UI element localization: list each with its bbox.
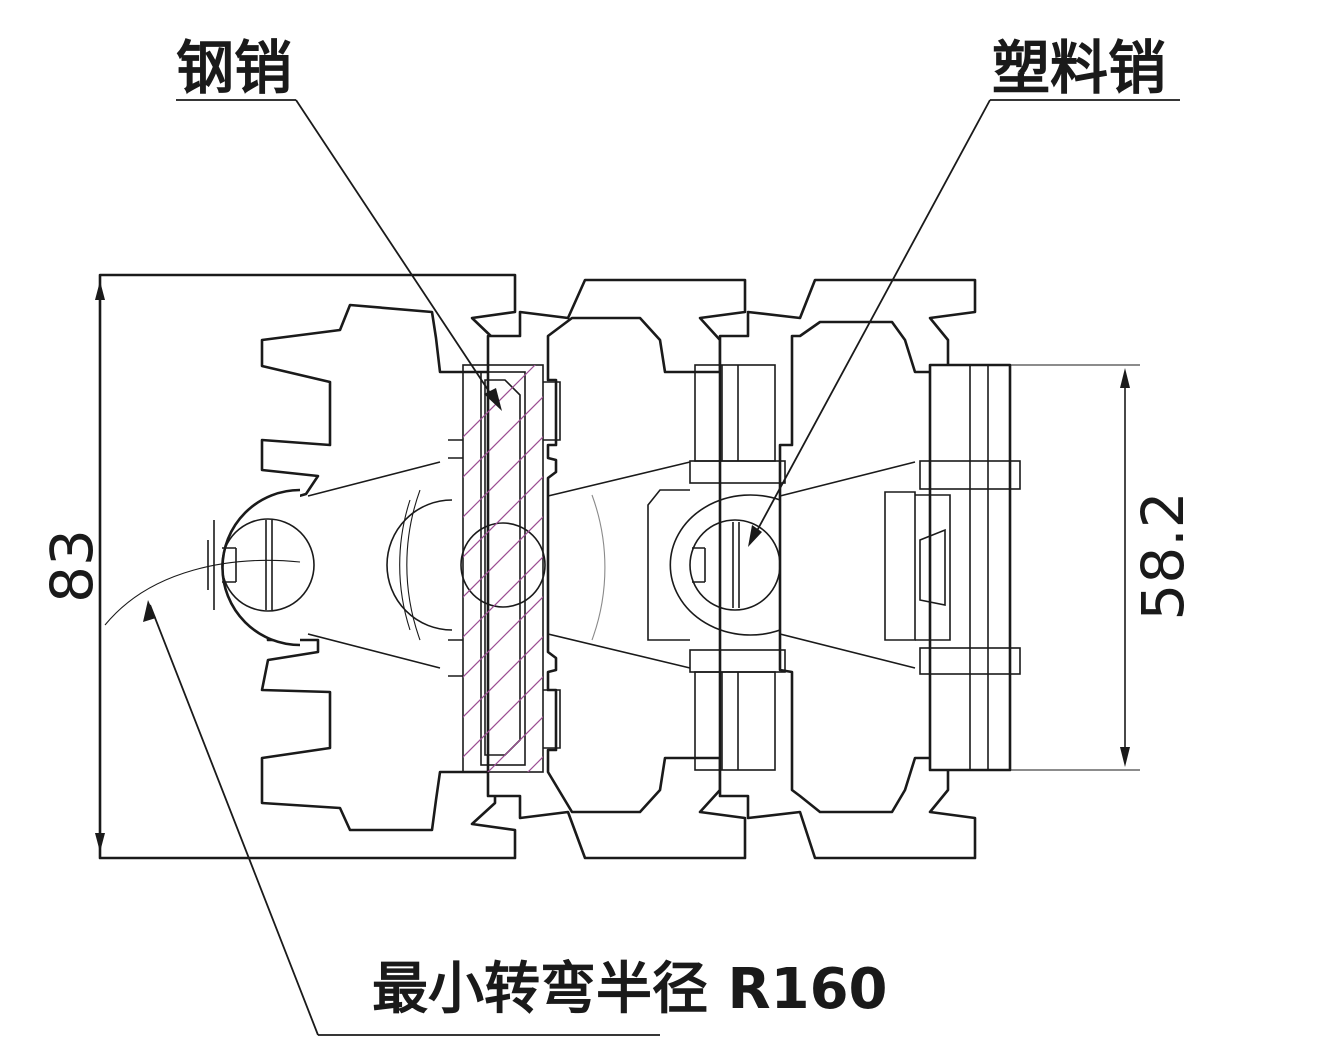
turning-radius-leader — [143, 600, 660, 1036]
steel-pin-section-hatch — [463, 365, 543, 772]
chain-link-left — [98, 273, 517, 860]
min-turning-radius-label: 最小转弯半径 R160 — [372, 957, 888, 1022]
steel-pin-leader — [176, 99, 502, 411]
link-left-outline — [98, 273, 517, 860]
dimension-inner-width: 58.2 — [1010, 364, 1197, 771]
plastic-pin-label: 塑料销 — [992, 34, 1166, 102]
chain-link-right — [647, 278, 977, 860]
link-middle-outline — [486, 278, 747, 860]
steel-pin-label: 钢销 — [176, 34, 292, 102]
turning-radius-arc — [104, 559, 301, 626]
end-slot — [919, 528, 946, 606]
chain-link-end — [884, 363, 1021, 772]
plastic-pin-leader — [748, 99, 1180, 547]
plastic-pin-eye — [647, 489, 781, 641]
link-left-eye — [207, 488, 315, 647]
dimension-overall-height: 83 — [38, 275, 106, 858]
inner-width-value: 58.2 — [1129, 491, 1197, 620]
overall-height-value: 83 — [38, 529, 106, 603]
steel-pin-housing — [462, 364, 544, 773]
chain-link-middle — [386, 278, 747, 860]
